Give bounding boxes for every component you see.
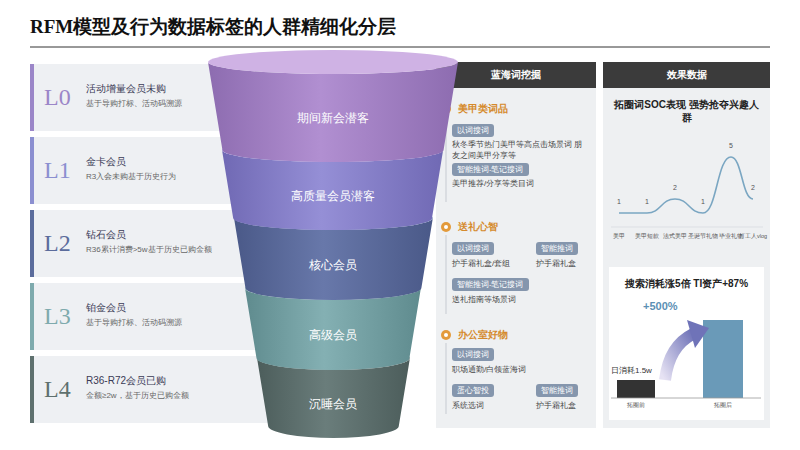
method-tag: 智能推词-笔记搜词 xyxy=(452,163,529,176)
layer-bar xyxy=(30,356,34,423)
axis-label: 拓圈前 xyxy=(627,402,645,409)
layer-code: L2 xyxy=(44,230,71,257)
data-value: 1 xyxy=(617,198,621,205)
layer-bar xyxy=(30,64,34,131)
chart-title: 搜索消耗涨5倍 TI资产+87% xyxy=(611,277,762,290)
funnel-label: 沉睡会员 xyxy=(309,396,357,413)
funnel-shape xyxy=(208,50,458,162)
keyword-note: 护手霜礼盒/套组 xyxy=(452,258,510,269)
data-value: 2 xyxy=(751,184,755,191)
tag-text: 智能推词-笔记搜词 xyxy=(452,278,529,291)
layer-bar xyxy=(30,210,34,277)
layer-code: L1 xyxy=(44,157,71,184)
keyword-note: 护手霜礼盒 xyxy=(536,400,576,411)
axis-label: 美甲 xyxy=(613,233,625,240)
layer-heading: 铂金会员 xyxy=(86,301,126,315)
layer-desc: 金额≥2w，基于历史已购金额 xyxy=(86,390,189,401)
info-panel: 蓝海词挖掘以词搜词智能推词-笔记搜词以词搜词智能推词智能推词-笔记搜词以词搜词蛋… xyxy=(436,62,596,428)
funnel-label: 高级会员 xyxy=(309,327,357,344)
method-tag: 蛋心智投 xyxy=(452,384,494,397)
bar-note: 日消耗1.5w xyxy=(611,365,652,376)
funnel-rim xyxy=(208,50,458,74)
funnel-body xyxy=(245,288,421,370)
keyword-note: 系统选词 xyxy=(452,400,484,411)
method-tag: 智能推词-笔记搜词 xyxy=(452,278,529,291)
axis-label: 拓圈后 xyxy=(714,402,732,409)
section-heading: 办公室好物 xyxy=(458,328,508,342)
tag-text: 蛋心智投 xyxy=(452,384,494,397)
funnel-label: 高质量会员潜客 xyxy=(291,188,375,205)
layer-desc: 基于导购打标、活动码溯源 xyxy=(86,317,182,328)
axis-label: 美甲短款 xyxy=(635,233,659,240)
layer-code: L0 xyxy=(44,84,71,111)
data-value: 1 xyxy=(645,198,649,205)
chart-title: 拓圈词SOC表现 强势抢夺兴趣人群 xyxy=(611,98,762,124)
method-tag: 以词搜词 xyxy=(452,242,494,255)
keyword-note: 护手霜礼盒 xyxy=(536,258,576,269)
method-tag: 智能推词 xyxy=(536,384,578,397)
layer-desc: 基于导购打标、活动码溯源 xyxy=(86,98,182,109)
axis-label: 圣诞节礼物 xyxy=(688,233,718,240)
funnel-body xyxy=(234,218,433,300)
layer-bar xyxy=(30,283,34,350)
panel-ground xyxy=(436,62,596,428)
data-value: 2 xyxy=(673,184,677,191)
funnel-label: 核心会员 xyxy=(309,257,357,274)
layer-desc: R36累计消费>5w基于历史已购金额 xyxy=(86,244,212,255)
axis-label: 打工人vlog xyxy=(739,233,767,240)
funnel-label: 期间新会潜客 xyxy=(297,110,369,127)
growth-figure: +500% xyxy=(643,300,678,312)
tag-text: 智能推词-笔记搜词 xyxy=(452,163,529,176)
layer-desc: R3入会未购基于历史行为 xyxy=(86,171,176,182)
layer-bar xyxy=(30,137,34,204)
funnel-body xyxy=(208,62,458,162)
tag-text: 以词搜词 xyxy=(452,348,494,361)
funnel-rim xyxy=(257,346,410,370)
data-value: 1 xyxy=(701,198,705,205)
layer-heading: 钻石会员 xyxy=(86,228,126,242)
method-tag: 智能推词 xyxy=(536,242,578,255)
tag-text: 智能推词 xyxy=(536,242,578,255)
data-value: 5 xyxy=(729,142,733,149)
section-heading: 美甲类词品 xyxy=(458,102,508,116)
panel-ground xyxy=(603,62,770,428)
layer-code: L4 xyxy=(44,376,71,403)
layer-heading: 金卡会员 xyxy=(86,155,126,169)
layer-heading: 活动增量会员未购 xyxy=(86,82,166,96)
title-rule xyxy=(30,47,770,48)
method-tag: 以词搜词 xyxy=(452,124,494,137)
panel-header: 效果数据 xyxy=(603,62,770,88)
method-tag: 以词搜词 xyxy=(452,348,494,361)
funnel-rim xyxy=(234,206,433,230)
keyword-note: 职场通勤/白领蓝海词 xyxy=(452,364,526,375)
tag-text: 以词搜词 xyxy=(452,124,494,137)
layer-code: L3 xyxy=(44,303,71,330)
funnel-rim xyxy=(245,276,421,300)
info-panel: 效果数据拓圈词SOC表现 强势抢夺兴趣人群 1 1 2 1 5 2 美甲 美甲短款法式美甲圣诞节… xyxy=(603,62,770,428)
keyword-note: 秋冬季节热门美甲等高点击场景词 朋友之间美甲分享等 xyxy=(452,139,590,161)
funnel-body xyxy=(222,150,443,230)
tag-text: 智能推词 xyxy=(536,384,578,397)
keyword-note: 送礼指南等场景词 xyxy=(452,294,516,305)
funnel-rim xyxy=(222,138,443,162)
effect-charts xyxy=(609,157,764,420)
axis-label: 法式美甲 xyxy=(663,233,687,240)
page-title: RFM模型及行为数据标签的人群精细化分层 xyxy=(30,14,396,40)
layer-heading: R36-R72会员已购 xyxy=(86,374,166,388)
section-heading: 送礼心智 xyxy=(458,220,498,234)
funnel-segment: 期间新会潜客 xyxy=(208,50,458,162)
tag-text: 以词搜词 xyxy=(452,242,494,255)
panel-header: 蓝海词挖掘 xyxy=(436,62,596,88)
keyword-note: 美甲推荐/分享等类目词 xyxy=(452,178,534,189)
